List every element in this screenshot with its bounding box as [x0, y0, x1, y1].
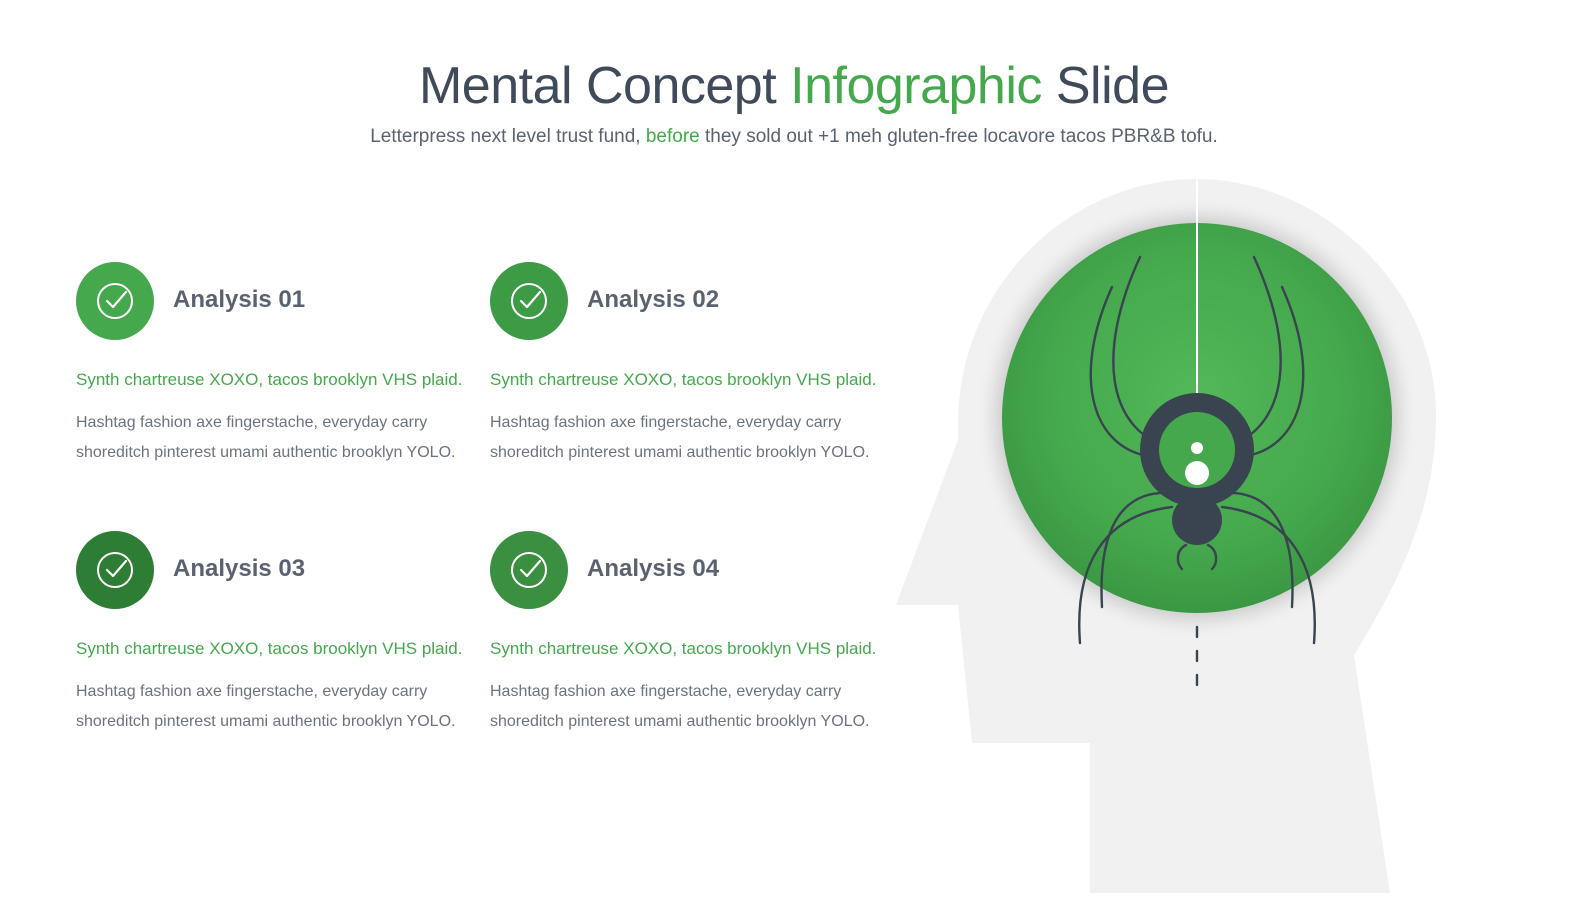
subtitle-part-3: they sold out +1 meh gluten-free locavor… — [705, 126, 1218, 147]
analysis-badge-2 — [490, 262, 568, 340]
analysis-badge-4 — [490, 531, 568, 609]
check-circle-icon — [76, 262, 154, 340]
title-part-1: Mental Concept — [418, 57, 777, 115]
head-graphic — [890, 175, 1450, 898]
analysis-lead: Synth chartreuse XOXO, tacos brooklyn VH… — [490, 370, 877, 389]
analysis-badge-1 — [76, 262, 154, 340]
check-circle-icon — [76, 531, 154, 609]
analysis-body: Hashtag fashion axe fingerstache, everyd… — [76, 683, 456, 730]
analysis-heading: Analysis 02 — [587, 286, 720, 313]
analysis-lead: Synth chartreuse XOXO, tacos brooklyn VH… — [490, 639, 877, 658]
analysis-badge-3 — [76, 531, 154, 609]
title-accent: Infographic — [790, 57, 1042, 115]
analysis-lead: Synth chartreuse XOXO, tacos brooklyn VH… — [76, 370, 463, 389]
page-subtitle: Letterpress next level trust fund, befor… — [0, 126, 1588, 148]
subtitle-accent: before — [645, 126, 700, 147]
analysis-body: Hashtag fashion axe fingerstache, everyd… — [490, 683, 870, 730]
analysis-body: Hashtag fashion axe fingerstache, everyd… — [76, 414, 456, 461]
title-part-3: Slide — [1055, 57, 1170, 115]
head-spider-icon — [896, 179, 1436, 893]
analysis-lead: Synth chartreuse XOXO, tacos brooklyn VH… — [76, 639, 463, 658]
analysis-heading: Analysis 01 — [173, 286, 306, 313]
analysis-body: Hashtag fashion axe fingerstache, everyd… — [490, 414, 870, 461]
analysis-heading: Analysis 03 — [173, 555, 306, 582]
spider-head — [1172, 495, 1222, 545]
analysis-heading: Analysis 04 — [587, 555, 720, 582]
check-circle-icon — [490, 262, 568, 340]
subtitle-part-1: Letterpress next level trust fund, — [370, 126, 641, 147]
page-title: Mental Concept Infographic Slide — [0, 56, 1588, 116]
check-circle-icon — [490, 531, 568, 609]
